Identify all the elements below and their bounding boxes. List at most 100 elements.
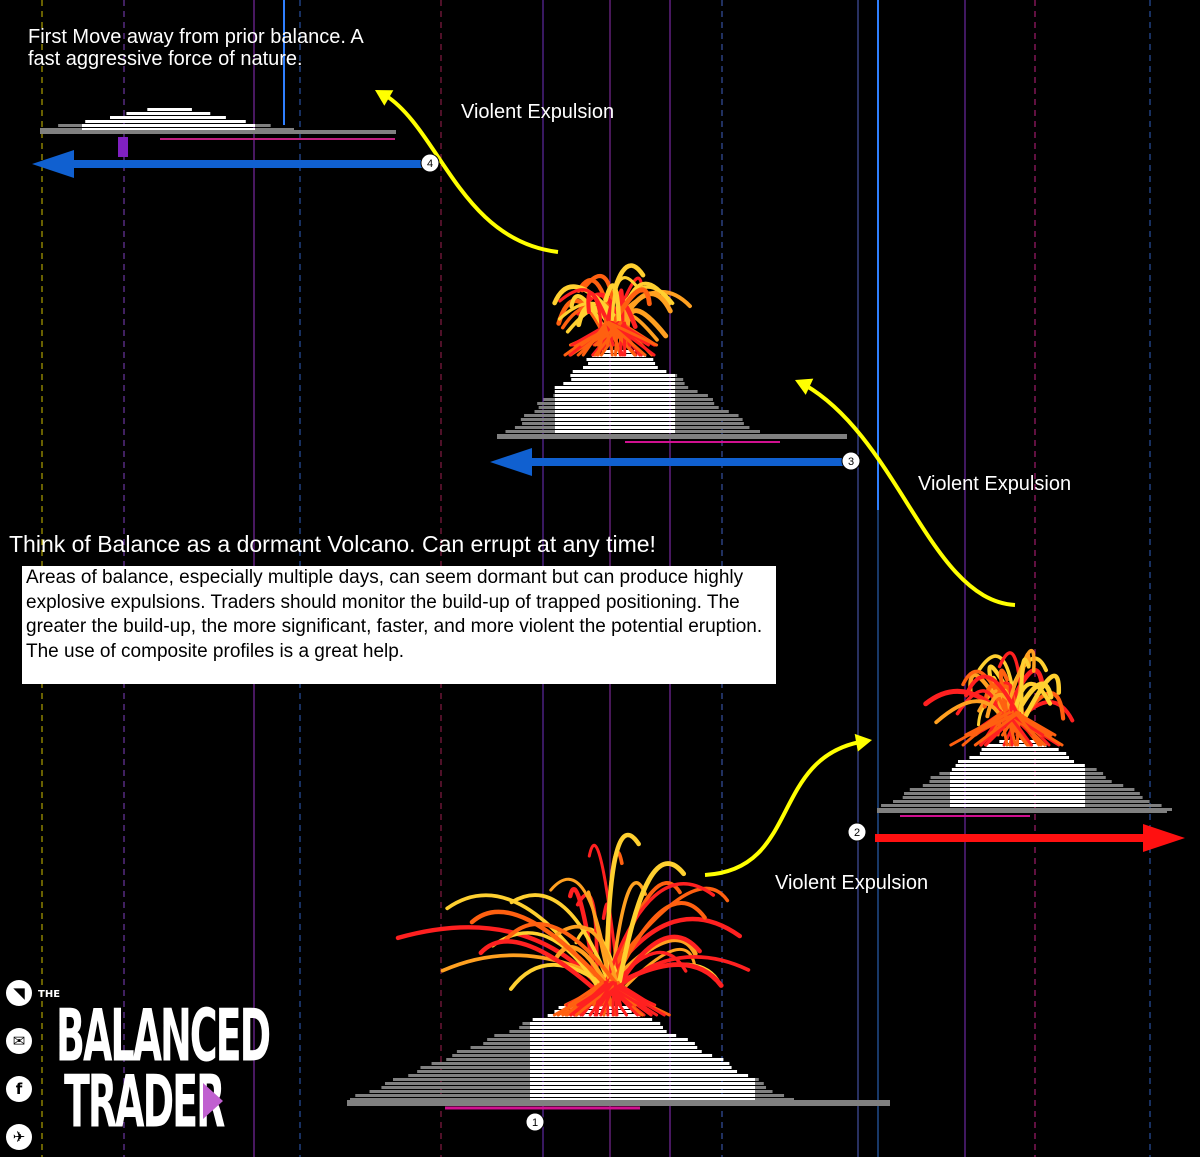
profile-row-tail: [675, 378, 684, 381]
profile-row-tail: [417, 1070, 530, 1073]
profile-row-tail: [909, 788, 950, 791]
profile-row: [555, 390, 675, 393]
profile-row: [950, 792, 1085, 795]
arrow-head: [1143, 824, 1185, 852]
profile-row: [530, 1042, 695, 1045]
profile-row-tail: [431, 1062, 530, 1065]
violent-expulsion-label-3: Violent Expulsion: [775, 872, 929, 894]
direction-arrow-3: [490, 448, 845, 476]
step-marker-1: 1: [525, 1112, 545, 1132]
profile-row: [950, 804, 1085, 807]
profile-row-tail: [255, 124, 271, 127]
profile-row-tail: [522, 422, 555, 425]
profile-row-tail: [514, 426, 555, 429]
lava-crater: [949, 710, 1012, 747]
profile-1: [350, 1006, 794, 1101]
profile-row-tail: [534, 410, 555, 413]
profile-row-tail: [408, 1074, 530, 1077]
email-icon[interactable]: ✉: [6, 1028, 32, 1054]
violent-expulsion-label-1: Violent Expulsion: [461, 101, 615, 123]
profile-base: [877, 808, 1167, 813]
profile-row-tail: [1085, 776, 1106, 779]
profile-row: [555, 410, 675, 413]
profile-row-tail: [58, 124, 82, 127]
profile-row: [950, 784, 1085, 787]
profile-4: [40, 108, 294, 131]
profile-row-tail: [675, 414, 739, 417]
profile-row: [110, 116, 226, 119]
direction-arrow-4: [32, 150, 425, 178]
lava-crater: [593, 320, 623, 357]
lava-crater: [622, 321, 631, 357]
lava-crater: [581, 321, 608, 357]
profile-row: [950, 788, 1085, 791]
profile-row-tail: [755, 1098, 794, 1101]
step-marker-label: 1: [532, 1117, 538, 1129]
profile-row: [555, 418, 675, 421]
profile-row-tail: [675, 430, 760, 433]
profile-row-tail: [755, 1082, 764, 1085]
profile-row-tail: [456, 1050, 530, 1053]
lava-crater: [968, 710, 1021, 747]
profile-row-tail: [1085, 772, 1104, 775]
profile-row-tail: [522, 1022, 530, 1025]
profile-row: [563, 382, 675, 385]
profile-row-tail: [675, 386, 689, 389]
lava-crater: [603, 980, 639, 1017]
lava-burst-3: [552, 263, 692, 357]
lava-streak: [607, 287, 652, 333]
lava-streak: [964, 674, 1022, 722]
profile-row-tail: [494, 1034, 530, 1037]
profile-row: [126, 112, 211, 115]
arrow-shaft: [530, 458, 845, 466]
lava-streak: [553, 945, 612, 993]
profile-row-tail: [369, 1090, 530, 1093]
lava-streak: [613, 954, 751, 992]
arrow-head: [490, 448, 532, 476]
step-marker-4: 4: [420, 153, 440, 173]
intro-caption: First Move away from prior balance. A fa…: [28, 26, 363, 70]
profile-row: [530, 1058, 724, 1061]
profile-row-tail: [483, 1042, 530, 1045]
profile-row-tail: [487, 1038, 530, 1041]
profile-row: [555, 386, 675, 389]
profile-row: [82, 128, 255, 131]
step-marker-circle: [525, 1112, 545, 1132]
profile-row-tail: [538, 406, 555, 409]
twitter-icon[interactable]: ✈: [6, 1124, 32, 1150]
profile-row-tail: [675, 374, 678, 377]
profile-row: [555, 406, 675, 409]
profile-row-tail: [554, 386, 555, 389]
logo-trader: TRADER: [64, 1060, 225, 1144]
profile-row-tail: [755, 1094, 785, 1097]
profile-row-tail: [537, 402, 555, 405]
profile-row-tail: [40, 128, 82, 131]
profile-row-tail: [553, 394, 555, 397]
profile-row-tail: [1085, 804, 1162, 807]
profile-row: [588, 362, 656, 365]
profile-row: [950, 780, 1085, 783]
curve-path: [803, 383, 1016, 607]
lava-streak: [508, 962, 613, 992]
profile-3: [505, 350, 769, 437]
profile-row-tail: [1085, 792, 1140, 795]
brand-logo[interactable]: THE BALANCED TRADER: [38, 990, 271, 1144]
facebook-icon[interactable]: f: [6, 1076, 32, 1102]
step-marker-2: 2: [847, 822, 867, 842]
profile-row-tail: [543, 398, 555, 401]
profile-row: [555, 402, 675, 405]
profile-row: [85, 120, 246, 123]
lava-streak: [595, 886, 730, 992]
profile-row: [555, 426, 675, 429]
lava-crater: [613, 981, 622, 1017]
profile-base: [497, 434, 847, 439]
rss-icon[interactable]: ◥: [6, 980, 32, 1006]
profile-2: [878, 740, 1172, 811]
lava-burst-1: [395, 832, 751, 1017]
profile-row: [530, 1070, 738, 1073]
lava-streak: [624, 308, 669, 339]
step-marker-label: 2: [854, 827, 860, 839]
profile-row: [950, 800, 1085, 803]
profile-row: [530, 1098, 755, 1101]
profile-row-tail: [675, 394, 708, 397]
